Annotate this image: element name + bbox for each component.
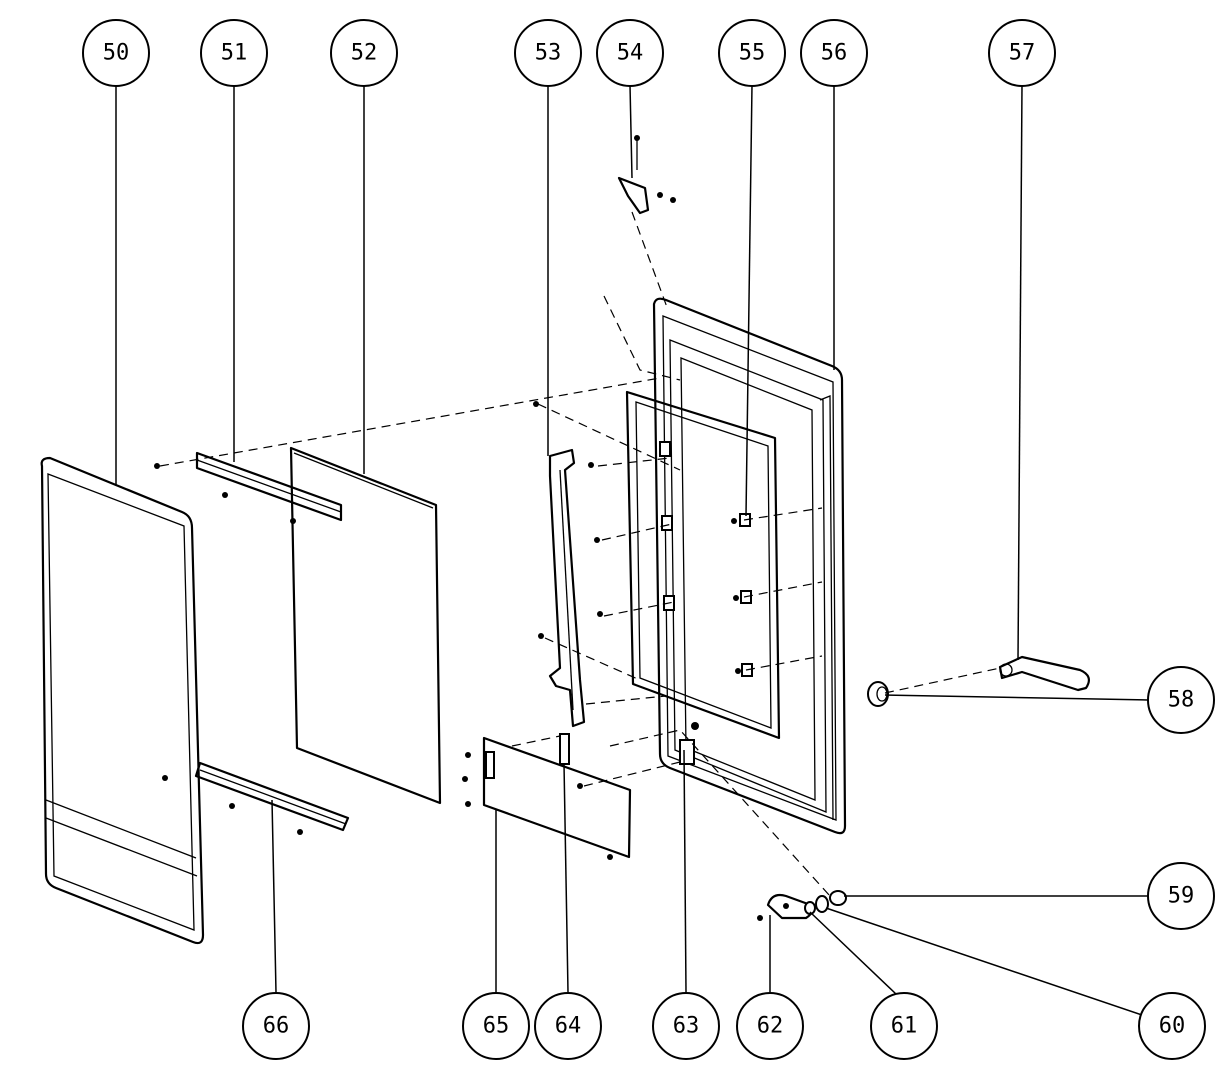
part-57-handle [998,655,1090,692]
callout-62: 62 [736,992,804,1060]
part-65-lower-plate [462,736,632,860]
callout-label-51: 51 [221,41,248,66]
callout-53: 53 [514,19,582,87]
callout-55: 55 [718,19,786,87]
callout-52: 52 [330,19,398,87]
callout-label-64: 64 [555,1014,582,1039]
part-64-clip [559,733,570,765]
callout-65: 65 [462,992,530,1060]
callout-label-53: 53 [535,41,562,66]
callout-56: 56 [800,19,868,87]
callout-50: 50 [82,19,150,87]
callout-label-66: 66 [263,1014,290,1039]
callout-label-60: 60 [1159,1014,1186,1039]
part-54-top-hinge [617,135,676,215]
callout-51: 51 [200,19,268,87]
callout-label-59: 59 [1168,884,1195,909]
callout-54: 54 [596,19,664,87]
callout-label-50: 50 [103,41,130,66]
callout-label-61: 61 [891,1014,918,1039]
callout-label-56: 56 [821,41,848,66]
assembly-lines [159,211,1001,897]
callout-label-52: 52 [351,41,378,66]
part-53-hinge-bar [533,401,586,728]
part-51-top-bracket [154,451,343,524]
leader-lines [115,84,1149,1017]
part-58-bushing [867,681,889,707]
callout-66: 66 [242,992,310,1060]
callout-61: 61 [870,992,938,1060]
callout-label-62: 62 [757,1014,784,1039]
part-60-spacer [815,895,829,913]
callout-label-54: 54 [617,41,644,66]
part-62-latch-plate [757,893,813,921]
callout-label-63: 63 [673,1014,700,1039]
part-52-glass-panel [289,446,442,805]
callout-58: 58 [1147,666,1215,734]
part-61-washer [804,901,816,915]
callout-label-57: 57 [1009,41,1036,66]
callout-label-58: 58 [1168,688,1195,713]
part-66-bottom-bracket [194,761,350,835]
part-50-front-frame [40,456,205,945]
callout-64: 64 [534,992,602,1060]
callout-label-65: 65 [483,1014,510,1039]
callout-label-55: 55 [739,41,766,66]
callout-63: 63 [652,992,720,1060]
part-56-door-body [652,297,847,835]
callout-57: 57 [988,19,1056,87]
part-59-ring [829,890,847,906]
callout-60: 60 [1138,992,1206,1060]
callout-59: 59 [1147,862,1215,930]
